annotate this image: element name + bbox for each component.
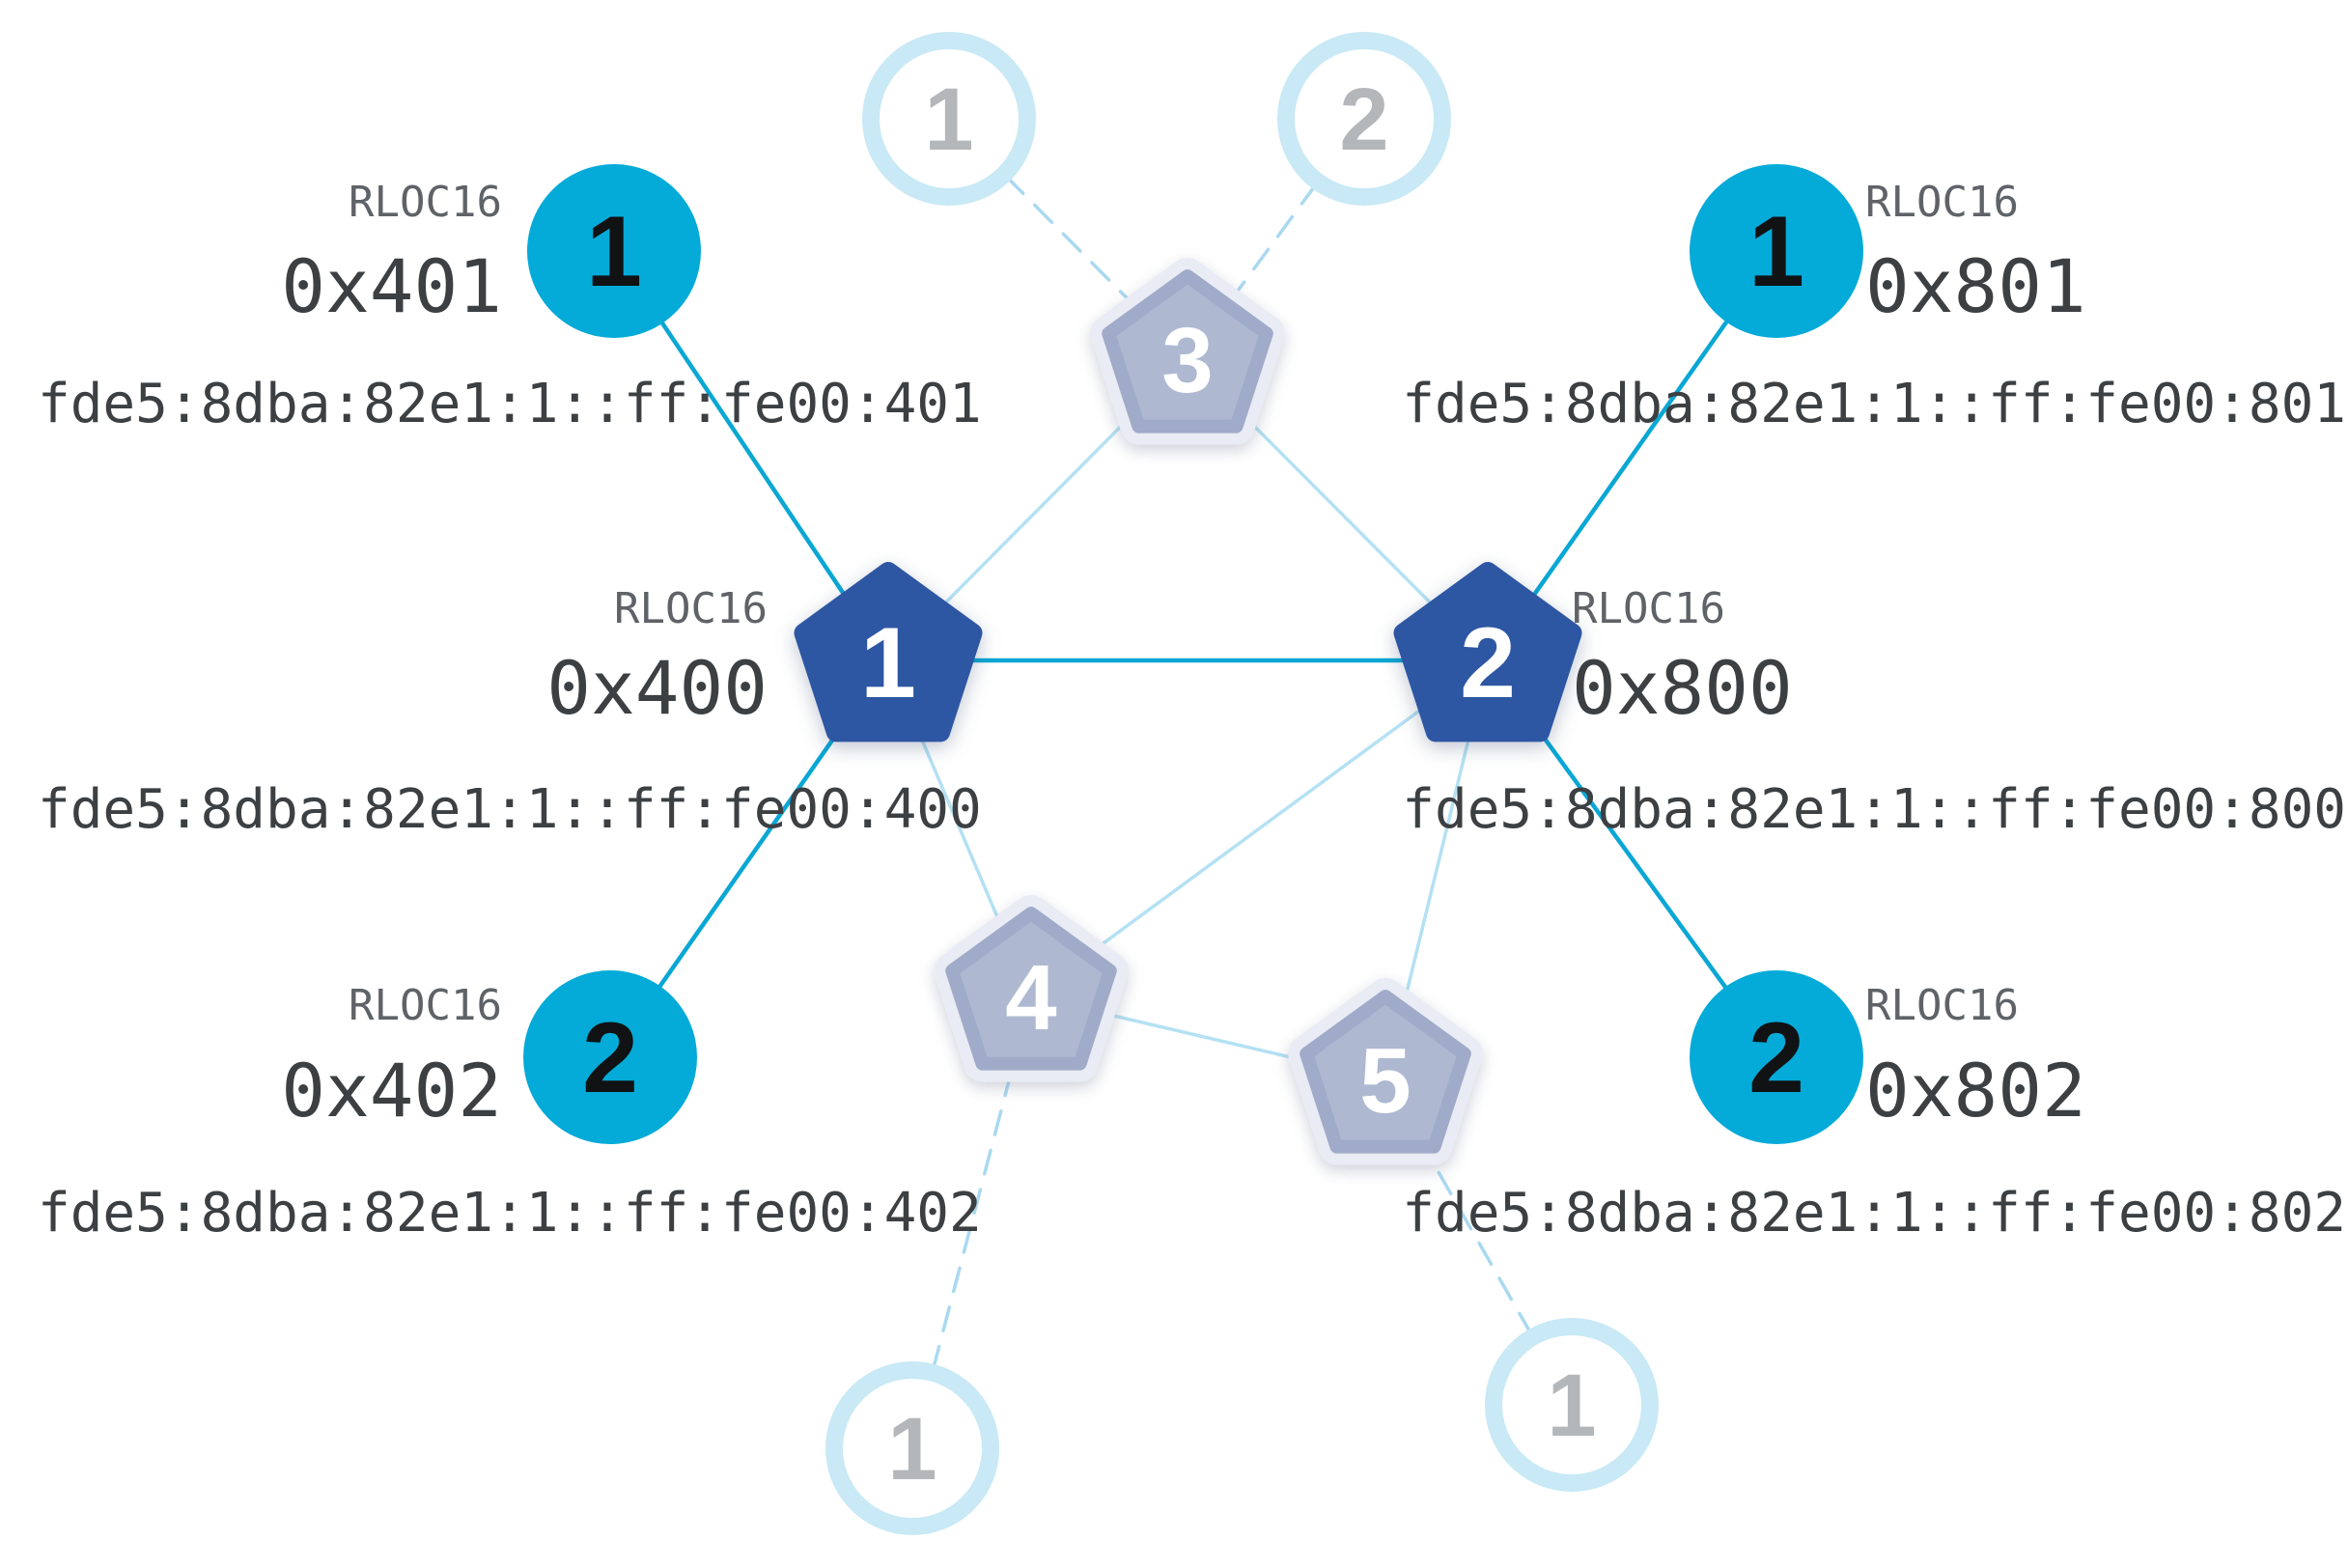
router-2: 2 [1393,562,1582,742]
inactive-device-bottom-1: 1 [825,1361,999,1535]
ipv6-address: fde5:8dba:82e1:1::ff:fe00:802 [1402,1182,2346,1245]
router-5-number: 5 [1359,1029,1411,1133]
rloc16-value: 0x800 [1572,645,1793,731]
router-3-pentagon [1102,269,1273,434]
inactive-device-bottom-2: 1 [1485,1318,1659,1492]
edge-router2-router4 [1029,658,1490,998]
inactive-device-top-1: 1 [862,32,1036,206]
label-group-child801: RLOC16 0x801 fde5:8dba:82e1:1::ff:fe00:8… [1402,178,2346,435]
rloc16-value: 0x400 [546,645,768,731]
inactive-router-4: 4 [934,895,1129,1082]
end-device-401-number: 1 [586,196,642,308]
rloc16-value: 0x401 [281,243,502,329]
ipv6-address: fde5:8dba:82e1:1::ff:fe00:800 [1402,778,2346,841]
label-group-child402: RLOC16 0x402 fde5:8dba:82e1:1::ff:fe00:4… [38,981,982,1245]
end-device-401-circle [527,164,701,338]
end-device-802-circle [1690,970,1863,1144]
faded-circle [1485,1318,1659,1492]
ipv6-address: fde5:8dba:82e1:1::ff:fe00:400 [38,778,982,841]
inactive-router-5: 5 [1288,978,1483,1165]
inactive-device-top-2: 2 [1277,32,1451,206]
rloc16-label: RLOC16 [1865,178,2019,227]
router-4-pentagon [945,907,1117,1071]
rloc16-label: RLOC16 [349,981,502,1030]
rloc16-value: 0x801 [1865,243,2086,329]
end-device-801-number: 1 [1748,196,1804,308]
router-1: 1 [794,562,983,742]
rloc16-label: RLOC16 [1572,584,1725,633]
rloc16-label: RLOC16 [349,178,502,227]
faded-circle [1277,32,1451,206]
faded-number: 1 [1547,1357,1596,1455]
router-1-number: 1 [860,607,916,719]
end-device-802-number: 2 [1748,1002,1804,1114]
label-group-router2: RLOC16 0x800 fde5:8dba:82e1:1::ff:fe00:8… [1402,584,2346,841]
faded-circle [825,1361,999,1535]
rloc16-label: RLOC16 [1865,981,2019,1030]
end-device-802: 2 [1690,970,1863,1144]
router-5-pentagon [1300,990,1471,1154]
label-group-router1: RLOC16 0x400 fde5:8dba:82e1:1::ff:fe00:4… [38,584,982,841]
label-group-child401: RLOC16 0x401 fde5:8dba:82e1:1::ff:fe00:4… [38,178,982,435]
inactive-router-3: 3 [1090,258,1285,445]
router-2-number: 2 [1460,607,1516,719]
rloc16-label: RLOC16 [614,584,768,633]
end-device-402: 2 [523,970,697,1144]
ipv6-address: fde5:8dba:82e1:1::ff:fe00:401 [38,373,982,435]
end-device-801: 1 [1690,164,1863,338]
end-device-402-number: 2 [582,1002,638,1114]
end-device-401: 1 [527,164,701,338]
end-device-402-circle [523,970,697,1144]
router-1-pentagon [794,562,983,742]
ipv6-address: fde5:8dba:82e1:1::ff:fe00:801 [1402,373,2346,435]
end-device-801-circle [1690,164,1863,338]
faded-number: 1 [924,70,973,169]
rloc16-value: 0x402 [281,1048,502,1134]
label-group-child802: RLOC16 0x802 fde5:8dba:82e1:1::ff:fe00:8… [1402,981,2346,1245]
faded-circle [862,32,1036,206]
router-2-pentagon [1393,562,1582,742]
faded-number: 2 [1339,70,1388,169]
faded-number: 1 [887,1400,936,1498]
router-3-number: 3 [1161,309,1213,412]
router-4-number: 4 [1005,946,1056,1050]
ipv6-address: fde5:8dba:82e1:1::ff:fe00:402 [38,1182,982,1245]
rloc16-value: 0x802 [1865,1048,2086,1134]
